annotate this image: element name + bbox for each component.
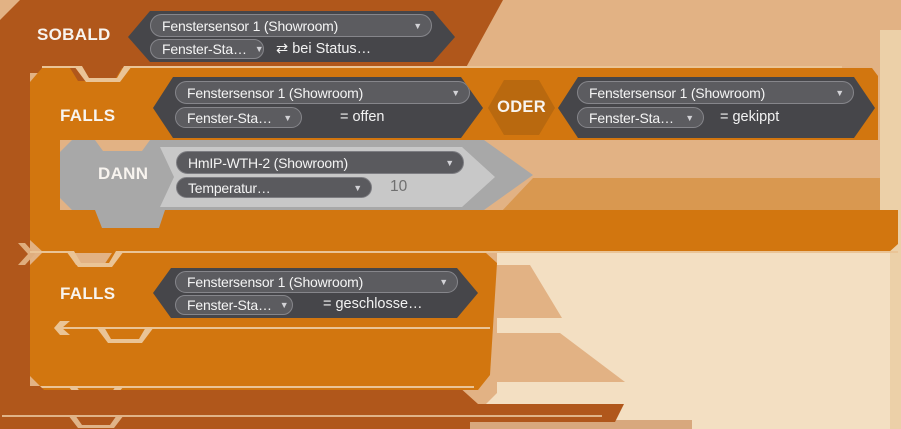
falls1-label: FALLS — [60, 106, 116, 125]
device-dropdown[interactable]: Fenstersensor 1 (Showroom) ▼ — [175, 271, 458, 293]
falls1-condition2-hex[interactable]: Fenstersensor 1 (Showroom) ▼ Fenster-Sta… — [558, 77, 875, 138]
trigger-text: ⇄ bei Status… — [276, 41, 372, 57]
dann-action-block[interactable]: HmIP-WTH-2 (Showroom) ▼ Temperatur… ▼ 10 — [160, 147, 495, 207]
toggle-icon: ⇄ — [276, 41, 289, 57]
block-seam — [30, 251, 70, 253]
chevron-down-icon: ▼ — [451, 87, 460, 98]
empty-slot-connector[interactable] — [96, 327, 154, 343]
block-edge — [126, 66, 842, 68]
block-shadow — [470, 420, 692, 429]
block-edge — [42, 66, 78, 68]
sobald-event-hex[interactable]: Fenstersensor 1 (Showroom) ▼ Fenster-Sta… — [128, 11, 455, 62]
value-field[interactable]: 10 — [390, 178, 408, 195]
device-dropdown-value: Fenstersensor 1 (Showroom) — [589, 84, 766, 101]
falls2-label: FALLS — [60, 284, 116, 303]
falls1-condition1-hex[interactable]: Fenstersensor 1 (Showroom) ▼ Fenster-Sta… — [153, 77, 483, 138]
datapoint-dropdown-value: Fenster-Sta… — [187, 297, 272, 313]
falls2-condition-hex[interactable]: Fenstersensor 1 (Showroom) ▼ Fenster-Sta… — [153, 268, 478, 318]
device-dropdown-value: Fenstersensor 1 (Showroom) — [162, 17, 339, 34]
block-seam — [122, 251, 898, 253]
datapoint-dropdown-value: Fenster-Sta… — [162, 41, 247, 57]
block-edge — [34, 386, 474, 388]
chevron-down-icon: ▼ — [279, 300, 289, 310]
chevron-down-icon: ▼ — [254, 44, 264, 54]
datapoint-dropdown[interactable]: Fenster-Sta… ▼ — [577, 107, 704, 128]
comparison-text: = geschlosse… — [323, 296, 423, 312]
datapoint-dropdown[interactable]: Temperatur… ▼ — [176, 177, 372, 198]
device-dropdown[interactable]: Fenstersensor 1 (Showroom) ▼ — [577, 81, 854, 104]
datapoint-dropdown[interactable]: Fenster-Sta… ▼ — [175, 295, 293, 315]
datapoint-dropdown[interactable]: Fenster-Sta… ▼ — [175, 107, 302, 128]
comparison-text: = gekippt — [720, 109, 780, 125]
chevron-down-icon: ▼ — [413, 20, 422, 31]
falls2-block[interactable]: FALLS Fenstersensor 1 (Showroom) ▼ Fenst… — [30, 253, 497, 390]
device-dropdown-value: HmIP-WTH-2 (Showroom) — [188, 154, 348, 171]
datapoint-dropdown-value: Fenster-Sta… — [589, 109, 674, 126]
oder-label: ODER — [497, 98, 546, 116]
oder-operator-hex[interactable]: ODER — [488, 80, 555, 135]
chevron-down-icon: ▼ — [445, 157, 454, 168]
empty-slot-edge — [60, 327, 490, 329]
device-dropdown-value: Fenstersensor 1 (Showroom) — [187, 84, 364, 101]
sobald-bottom-edge — [2, 415, 602, 417]
background-band — [500, 178, 880, 213]
device-dropdown[interactable]: Fenstersensor 1 (Showroom) ▼ — [175, 81, 470, 104]
sobald-block-left-wall[interactable] — [0, 60, 30, 390]
datapoint-dropdown[interactable]: Fenster-Sta… ▼ — [150, 39, 264, 59]
datapoint-dropdown-value: Temperatur… — [188, 179, 271, 196]
sobald-label: SOBALD — [37, 25, 111, 44]
chevron-down-icon: ▼ — [353, 182, 362, 193]
chevron-down-icon: ▼ — [685, 112, 694, 123]
chevron-down-icon: ▼ — [283, 112, 292, 123]
datapoint-dropdown-value: Fenster-Sta… — [187, 109, 272, 126]
device-dropdown[interactable]: Fenstersensor 1 (Showroom) ▼ — [150, 14, 432, 37]
dann-label: DANN — [98, 164, 149, 183]
device-dropdown-value: Fenstersensor 1 (Showroom) — [187, 274, 364, 290]
chevron-down-icon: ▼ — [439, 277, 448, 287]
empty-slot-arrow — [54, 321, 70, 335]
comparison-text: = offen — [340, 109, 385, 125]
chevron-down-icon: ▼ — [835, 87, 844, 98]
device-dropdown[interactable]: HmIP-WTH-2 (Showroom) ▼ — [176, 151, 464, 174]
